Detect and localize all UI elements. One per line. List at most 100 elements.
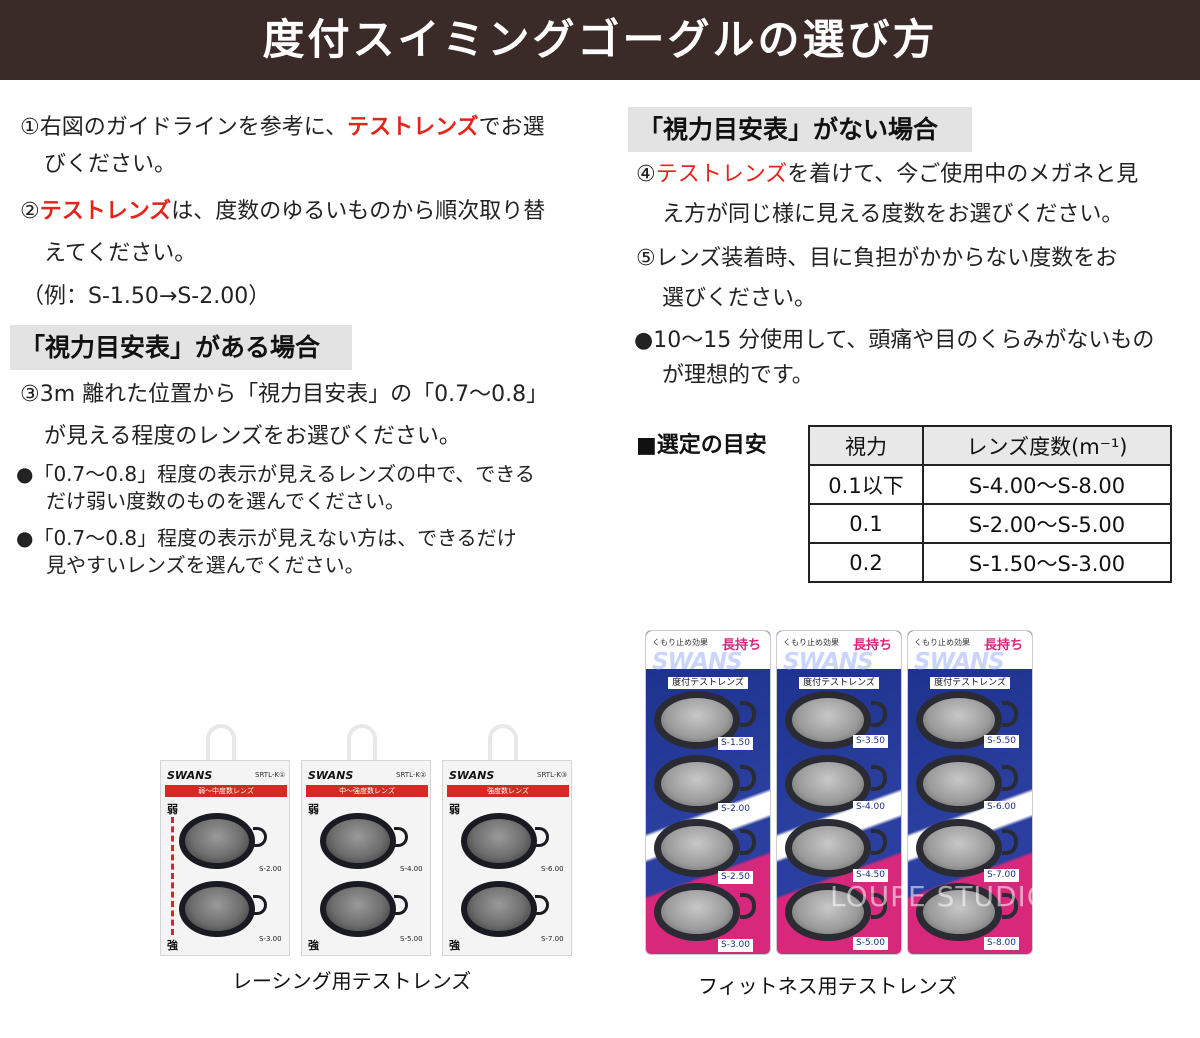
ideal-note-line-2: が理想的です。 [662, 363, 814, 388]
lens-strap-icon [871, 829, 887, 855]
pack-subtitle: 度付テストレンズ [930, 677, 1010, 689]
step-1-line-2: びください。 [44, 152, 177, 177]
step-1-highlight: テストレンズ [347, 115, 479, 140]
antifog-tag: くもり止め効果 [914, 638, 970, 647]
lens-power: S-1.50 [718, 737, 753, 750]
table-cell-power: S-2.00〜S-5.00 [922, 503, 1172, 544]
page-title: 度付スイミングゴーグルの選び方 [0, 0, 1200, 80]
lens-image [179, 813, 255, 869]
lens-image [654, 819, 740, 877]
lens-power: S-6.00 [541, 865, 564, 873]
lens-power: S-7.00 [541, 935, 564, 943]
pack-code: SRTL-K① [255, 771, 286, 779]
lens-image [785, 819, 871, 877]
lens-image [916, 819, 1002, 877]
racing-pack-2: SWANS SRTL-K② 中〜強度数レンズ 弱 強 S-4.00 S-5.00 [301, 760, 431, 956]
weak-label: 弱 [167, 803, 178, 816]
note-2-line-2: 見やすいレンズを選んでください。 [46, 553, 365, 577]
table-cell-vision: 0.2 [808, 542, 924, 583]
antifog-tag: くもり止め効果 [652, 638, 708, 647]
brand-logo: SWANS [308, 769, 354, 782]
lens-strap-icon [1002, 701, 1018, 727]
lens-strap-icon [871, 893, 887, 919]
table-row: 0.2 S-1.50〜S-3.00 [808, 542, 1172, 583]
lens-strap-icon [535, 827, 549, 847]
lens-power: S-3.00 [718, 939, 753, 952]
lens-power: S-5.50 [984, 735, 1019, 748]
pack-subtitle: 度付テストレンズ [799, 677, 879, 689]
lens-image [461, 881, 537, 937]
fitness-pack-3: くもり止め効果 長持ち SWANS 度付テストレンズ S-5.50 S-6.00… [907, 630, 1033, 955]
step-3-line-2: が見える程度のレンズをお選びください。 [44, 424, 461, 449]
brand-logo: SWANS [167, 769, 213, 782]
step-4-line-2: え方が同じ様に見える度数をお選びください。 [662, 202, 1124, 227]
pack-range-bar: 弱〜中度数レンズ [165, 785, 287, 797]
step-5-line-1: ⑤レンズ装着時、目に負担がかからない度数をお [636, 246, 1118, 271]
pack-subtitle: 度付テストレンズ [668, 677, 748, 689]
lens-power: S-2.00 [718, 803, 753, 816]
lens-image [785, 691, 871, 749]
brand-logo: SWANS [449, 769, 495, 782]
lens-image [179, 881, 255, 937]
step-4-highlight: テストレンズ [655, 162, 788, 187]
fitness-pack-1: くもり止め効果 長持ち SWANS 度付テストレンズ S-1.50 S-2.00… [645, 630, 771, 955]
step-4-line-1: ④テストレンズを着けて、今ご使用中のメガネと見 [636, 160, 1138, 190]
pack-range-bar: 強度数レンズ [447, 785, 569, 797]
step-2-text: は、度数のゆるいものから順次取り替 [171, 199, 546, 224]
note-1-line-1: ●「0.7〜0.8」程度の表示が見えるレンズの中で、できる [16, 462, 535, 486]
step-1-text: ①右図のガイドラインを参考に、 [20, 115, 348, 140]
table-row: 0.1 S-2.00〜S-5.00 [808, 503, 1172, 544]
lens-strap-icon [871, 765, 887, 791]
guide-table: 視力 レンズ度数(m⁻¹) 0.1以下 S-4.00〜S-8.00 0.1 S-… [808, 425, 1172, 583]
section-without-chart: 「視力目安表」がない場合 [628, 107, 972, 152]
step-2-line-2: えてください。 [44, 241, 197, 266]
lens-strap-icon [253, 827, 267, 847]
lens-strap-icon [535, 895, 549, 915]
brand-logo: SWANS [783, 649, 874, 675]
pack-header [777, 631, 901, 669]
lens-power: S-3.50 [853, 735, 888, 748]
racing-caption: レーシング用テストレンズ [232, 969, 472, 993]
pack-header [908, 631, 1032, 669]
lens-strap-icon [740, 893, 756, 919]
step-2-number: ② [20, 199, 40, 224]
lens-power: S-8.00 [984, 937, 1019, 950]
lens-strap-icon [740, 765, 756, 791]
lens-power: S-4.00 [400, 865, 423, 873]
lens-power: S-4.50 [853, 869, 888, 882]
step-1-line-1: ①右図のガイドラインを参考に、テストレンズでお選 [20, 113, 545, 143]
lens-image [654, 883, 740, 941]
strong-label: 強 [167, 939, 178, 952]
lens-strap-icon [1002, 765, 1018, 791]
lens-power: S-2.00 [259, 865, 282, 873]
lens-strap-icon [253, 895, 267, 915]
step-4-text: を着けて、今ご使用中のメガネと見 [787, 162, 1139, 187]
table-header-row: 視力 レンズ度数(m⁻¹) [808, 425, 1172, 466]
long-lasting-label: 長持ち [722, 638, 762, 653]
lens-power: S-5.00 [853, 937, 888, 950]
lens-strap-icon [871, 701, 887, 727]
step-4-number: ④ [636, 162, 656, 187]
pack-header [646, 631, 770, 669]
lens-image [785, 883, 871, 941]
long-lasting-label: 長持ち [853, 638, 893, 653]
table-cell-power: S-4.00〜S-8.00 [922, 464, 1172, 505]
table-cell-vision: 0.1 [808, 503, 924, 544]
lens-image [320, 813, 396, 869]
table-header-vision: 視力 [808, 425, 924, 466]
lens-strap-icon [740, 701, 756, 727]
weak-label: 弱 [449, 803, 460, 816]
watermark: LOUPE STUDIO [830, 880, 1050, 913]
pack-code: SRTL-K② [396, 771, 427, 779]
table-row: 0.1以下 S-4.00〜S-8.00 [808, 464, 1172, 505]
note-1-line-2: だけ弱い度数のものを選んでください。 [46, 489, 405, 513]
ideal-note-line-1: ●10〜15 分使用して、頭痛や目のくらみがないもの [634, 328, 1155, 353]
note-2-line-1: ●「0.7〜0.8」程度の表示が見えない方は、できるだけ [16, 526, 517, 550]
step-2-line-1: ②テストレンズは、度数のゆるいものから順次取り替 [20, 197, 545, 227]
lens-image [916, 883, 1002, 941]
step-2-highlight: テストレンズ [39, 199, 172, 224]
lens-power: S-7.00 [984, 869, 1019, 882]
lens-power: S-6.00 [984, 801, 1019, 814]
racing-pack-1: SWANS SRTL-K① 弱〜中度数レンズ 弱 強 S-2.00 S-3.00 [160, 760, 290, 956]
weak-label: 弱 [308, 803, 319, 816]
